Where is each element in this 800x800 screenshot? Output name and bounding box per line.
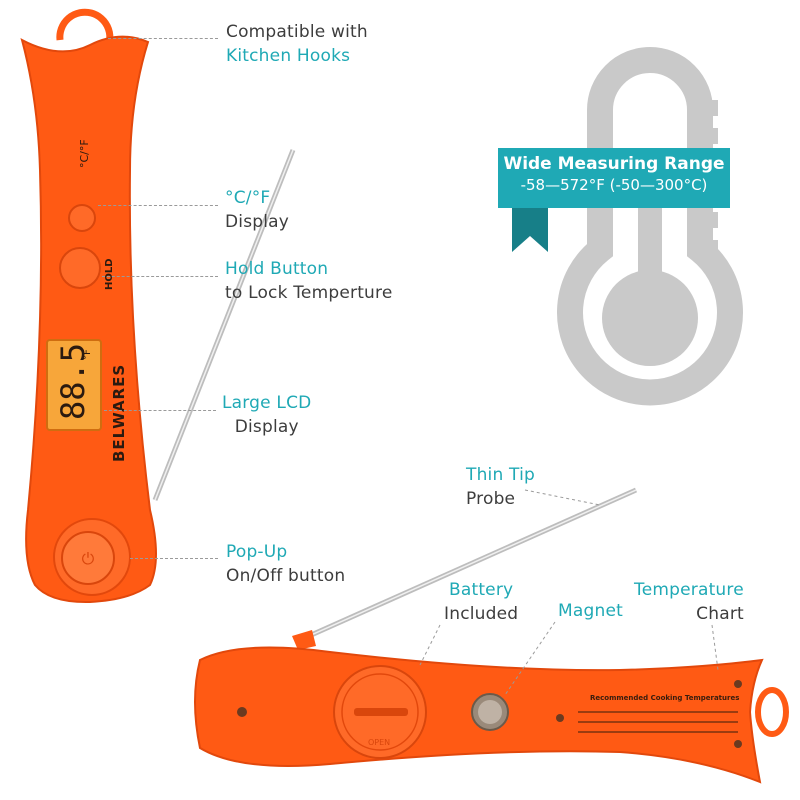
leader-lcd — [104, 410, 216, 411]
range-banner-title: Wide Measuring Range — [503, 154, 725, 174]
label-power-button: Pop-Up On/Off button — [226, 540, 345, 588]
label-battery-title: Battery — [448, 580, 514, 600]
device-body — [20, 35, 157, 604]
leader-unit — [98, 205, 218, 206]
label-temperature-chart: Temperature Chart — [634, 578, 744, 626]
label-battery-text: Included — [444, 604, 519, 624]
label-power-button-text: On/Off button — [226, 566, 346, 586]
hook-ring — [755, 687, 789, 737]
label-magnet: Magnet — [558, 599, 623, 623]
label-power-button-title: Pop-Up — [226, 542, 288, 562]
leader-power — [130, 558, 218, 559]
label-hold-button-text: to Lock Temperture — [225, 283, 393, 303]
label-kitchen-hooks-title: Kitchen Hooks — [226, 46, 351, 66]
leader-hooks — [108, 38, 218, 39]
label-thin-tip-text: Probe — [466, 489, 516, 509]
label-unit-display: °C/°F Display — [225, 186, 289, 234]
label-thin-tip: Thin Tip Probe — [466, 463, 535, 511]
svg-text:⏻: ⏻ — [82, 549, 95, 568]
label-temperature-chart-title: Temperature — [634, 580, 744, 600]
leader-hold — [102, 276, 218, 277]
lcd-screen — [46, 339, 102, 431]
label-magnet-title: Magnet — [558, 601, 623, 621]
label-large-lcd: Large LCD Display — [222, 391, 311, 439]
label-hold-button: Hold Button to Lock Temperture — [225, 257, 393, 305]
unit-button — [68, 204, 96, 232]
label-hold-button-title: Hold Button — [225, 259, 329, 279]
label-temperature-chart-text: Chart — [696, 604, 744, 624]
range-banner-range: -58—572°F (-50—300°C) — [520, 176, 708, 194]
hold-button — [59, 247, 101, 289]
range-banner: Wide Measuring Range -58—572°F (-50—300°… — [498, 148, 730, 208]
power-button — [61, 531, 115, 585]
label-kitchen-hooks: Compatible with Kitchen Hooks — [226, 20, 368, 68]
chart-title-on-device: Recommended Cooking Temperatures — [590, 694, 740, 702]
label-large-lcd-text: Display — [234, 417, 299, 437]
label-thin-tip-title: Thin Tip — [466, 465, 536, 485]
label-unit-display-text: Display — [225, 212, 290, 232]
label-large-lcd-title: Large LCD — [222, 393, 312, 413]
label-kitchen-hooks-text: Compatible with — [226, 22, 368, 42]
battery-cover-text: OPEN — [368, 738, 391, 747]
label-unit-display-title: °C/°F — [225, 188, 271, 208]
label-battery: Battery Included — [444, 578, 518, 626]
